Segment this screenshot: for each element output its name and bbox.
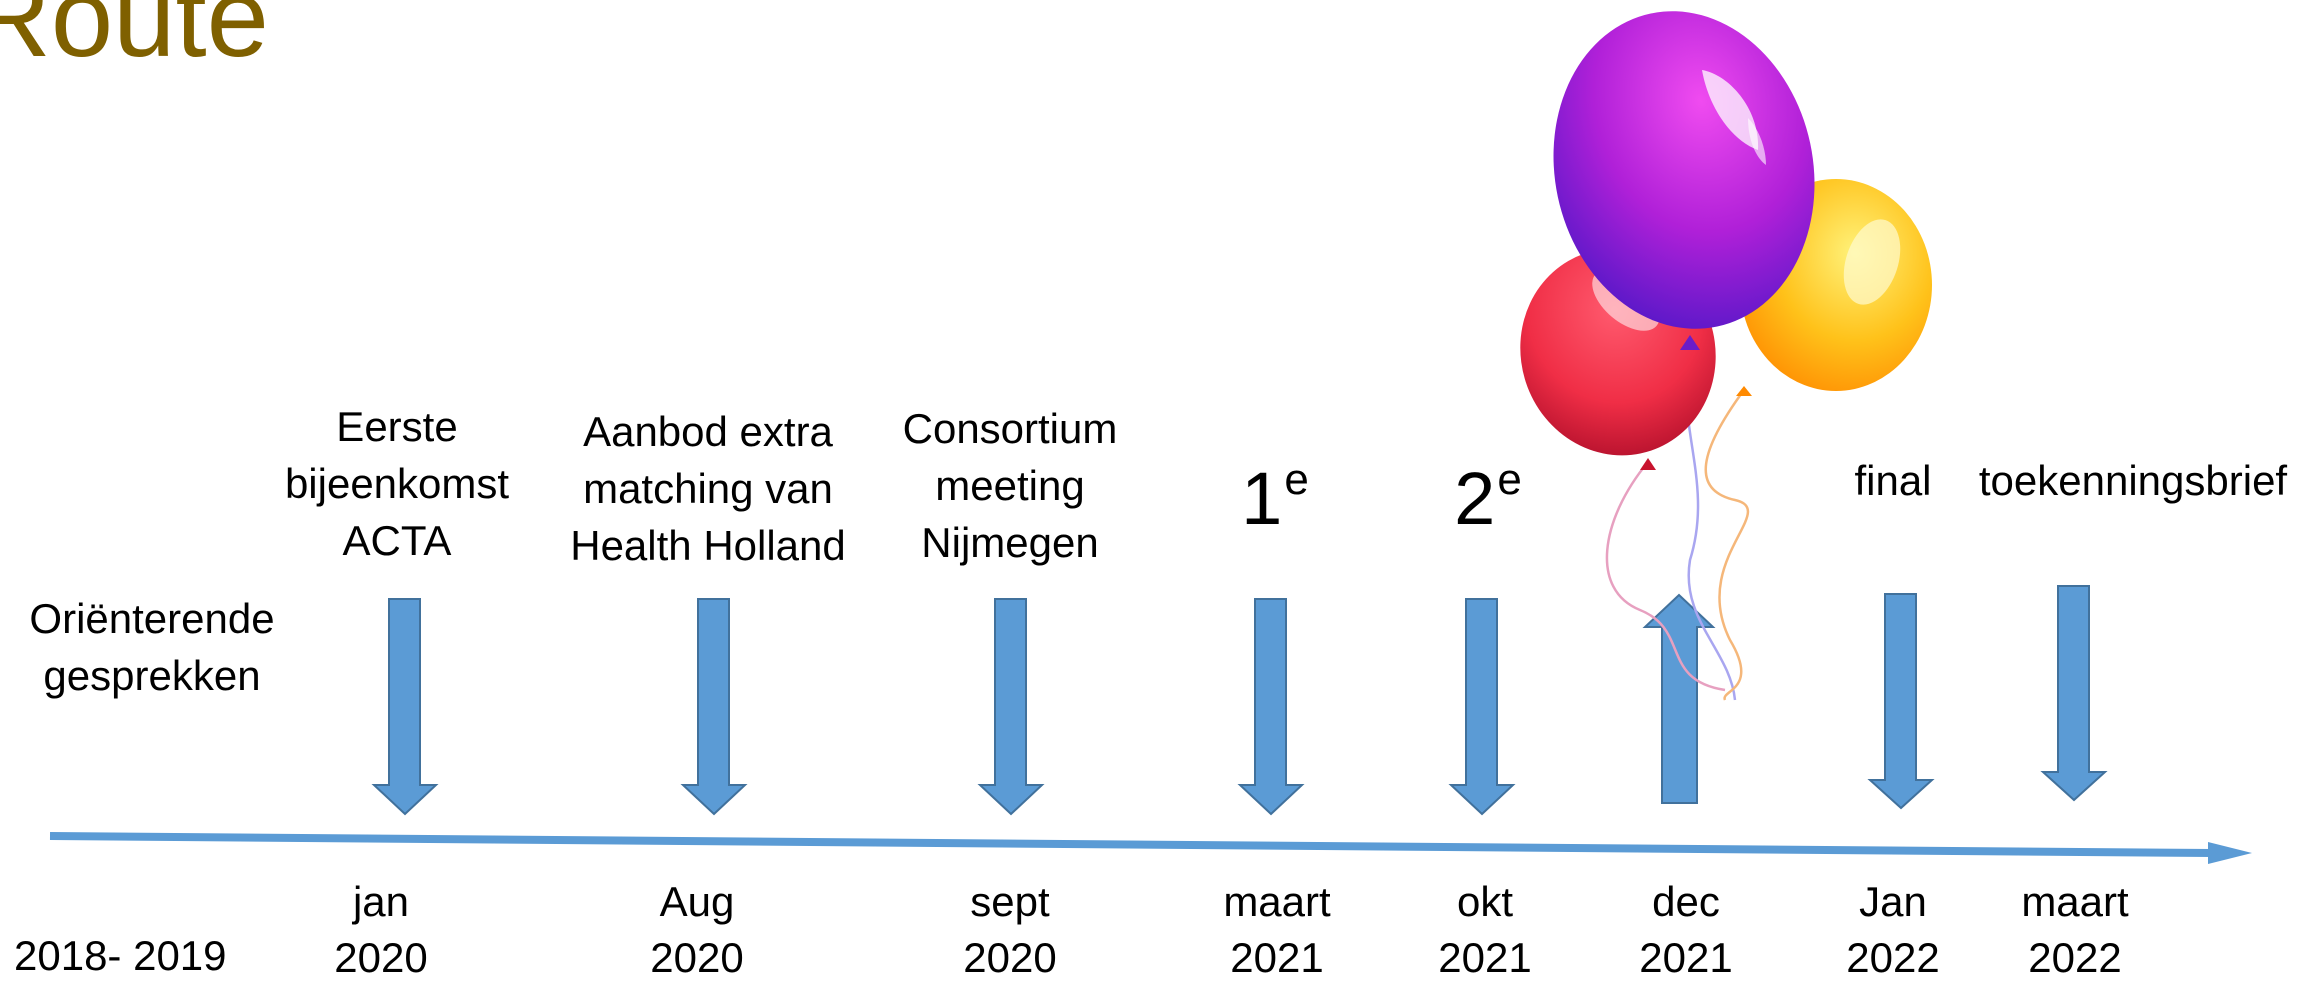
event-label: Consortium meeting Nijmegen bbox=[902, 405, 1118, 566]
event-label: Aanbod extra matching van Health Holland bbox=[570, 408, 846, 569]
event-label-ordinal: 2e bbox=[1454, 455, 1522, 540]
timeline-axis bbox=[49, 832, 2213, 857]
pre-event-date: 2018- 2019 bbox=[14, 932, 227, 979]
page-title: Route bbox=[0, 0, 269, 80]
event-arrow-down bbox=[371, 598, 439, 816]
event-arrow-down bbox=[2040, 585, 2108, 802]
event-arrow-down bbox=[1867, 593, 1935, 810]
timeline-axis-arrowhead bbox=[2208, 842, 2252, 864]
event-label: toekenningsbrief bbox=[1978, 457, 2288, 504]
event-label: final bbox=[1854, 457, 1932, 504]
event-label-ordinal: 1e bbox=[1241, 455, 1309, 540]
event-arrow-down bbox=[1237, 598, 1305, 816]
pre-event-label: Oriënterende gesprekken bbox=[29, 595, 275, 699]
event-arrow-down bbox=[680, 598, 748, 816]
event-label: Eerste bijeenkomst ACTA bbox=[284, 403, 510, 564]
event-arrow-down bbox=[977, 598, 1045, 816]
balloon-purple bbox=[1553, 11, 1815, 329]
event-arrow-down bbox=[1448, 598, 1516, 816]
balloons bbox=[1520, 11, 1932, 470]
